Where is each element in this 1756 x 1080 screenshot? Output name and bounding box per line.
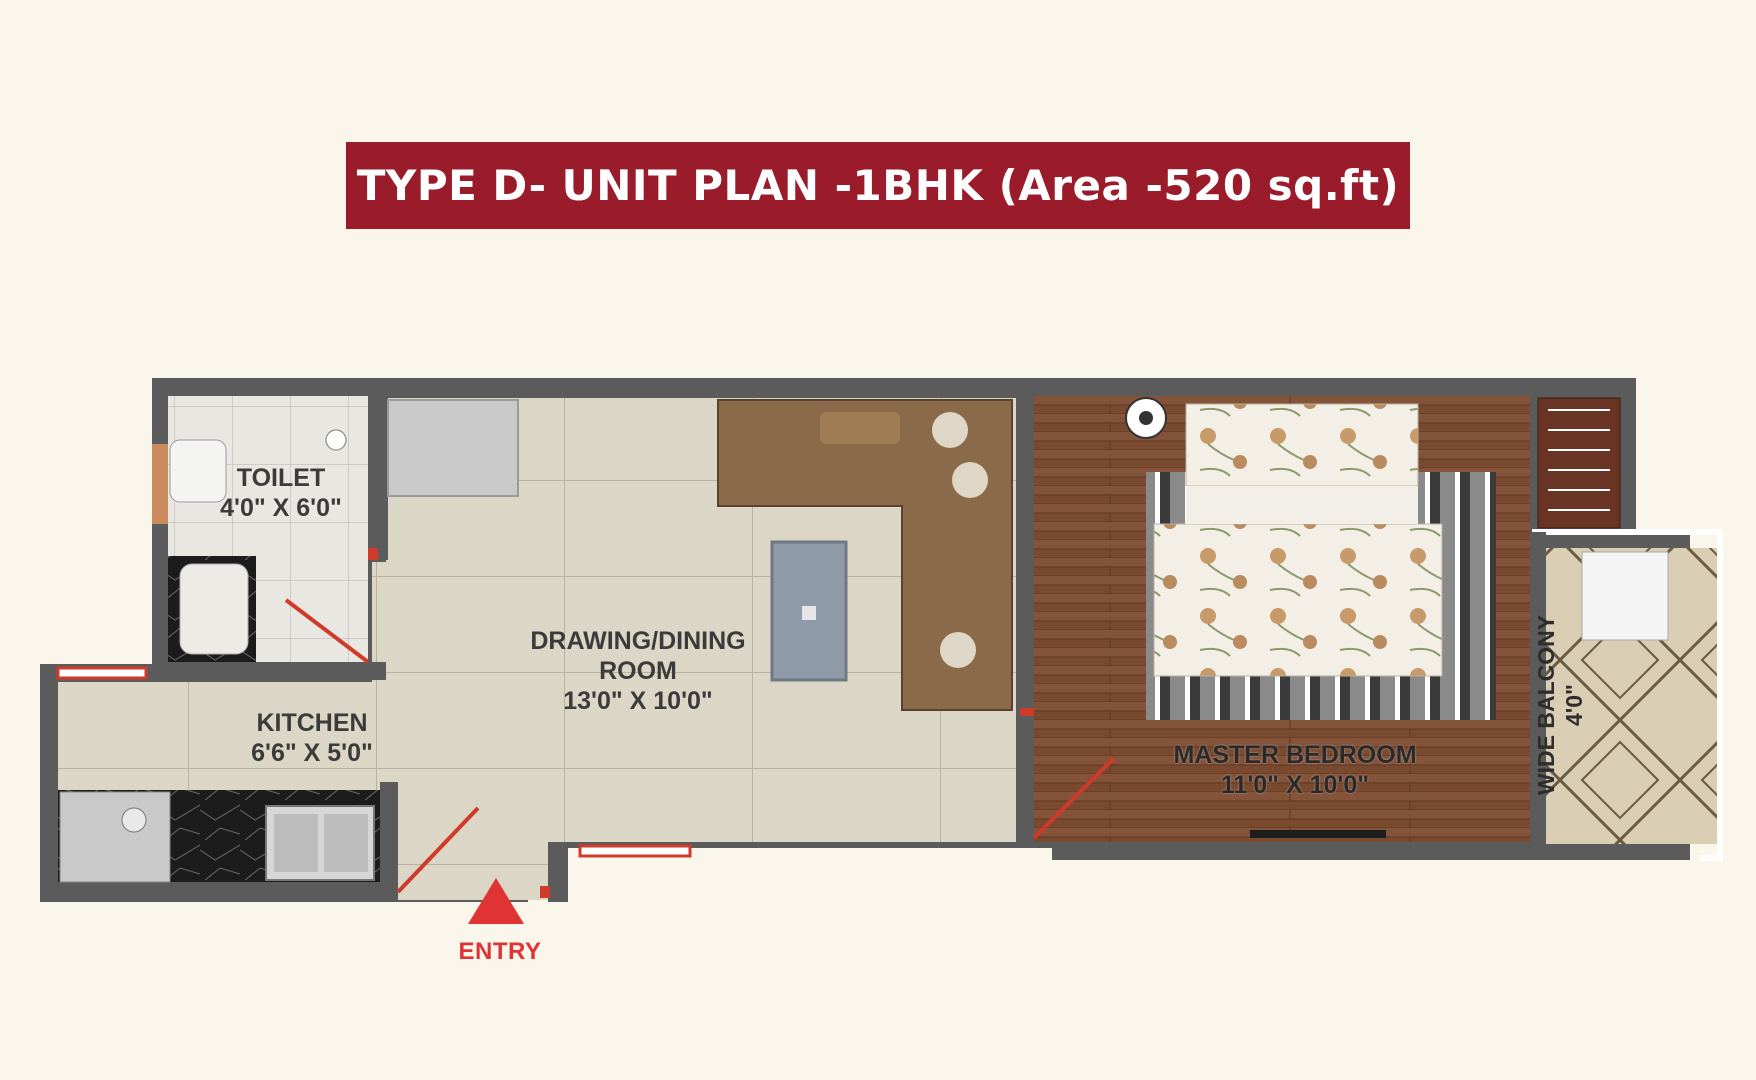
bedroom-label: MASTER BEDROOM 11'0" X 10'0" <box>1150 740 1440 800</box>
kitchen-size: 6'6" X 5'0" <box>251 739 373 767</box>
plan-title: TYPE D- UNIT PLAN -1BHK (Area -520 sq.ft… <box>356 161 1400 210</box>
drawing-room-label: DRAWING/DINING ROOM 13'0" X 10'0" <box>508 626 768 716</box>
entry-floor <box>398 780 548 900</box>
bed <box>1153 523 1443 677</box>
drawing-room-size: 13'0" X 10'0" <box>563 687 713 715</box>
bedroom-name: MASTER BEDROOM <box>1173 741 1417 769</box>
entry-door <box>396 806 480 894</box>
bedroom-left-wall <box>1016 396 1034 708</box>
wardrobe <box>1537 397 1621 529</box>
washbasin <box>179 563 249 655</box>
toilet-left-wall <box>152 396 168 662</box>
stove-burner <box>121 807 147 833</box>
sofa-cushion <box>932 412 968 448</box>
drawing-room-name-2: ROOM <box>599 657 677 685</box>
sofa-cushion <box>940 632 976 668</box>
bedroom-right-wall <box>1530 532 1546 844</box>
toilet-label: TOILET 4'0" X 6'0" <box>196 463 366 523</box>
coffee-table-item <box>802 606 816 620</box>
toilet-door <box>284 598 370 664</box>
toilet-bottom-wall <box>152 662 386 680</box>
sink-bowl-left <box>274 814 318 872</box>
bed-pillow-area <box>1186 486 1418 524</box>
entry-arrow-icon <box>468 878 524 924</box>
balcony-railing <box>1532 529 1723 861</box>
title-banner: TYPE D- UNIT PLAN -1BHK (Area -520 sq.ft… <box>346 142 1410 229</box>
entry-door-jamb <box>540 886 550 898</box>
sofa-backrest <box>820 412 900 444</box>
bedroom-door-jamb <box>1020 708 1034 716</box>
bedroom-size: 11'0" X 10'0" <box>1220 771 1370 799</box>
kitchen-name: KITCHEN <box>256 709 368 737</box>
kitchen-right-wall <box>380 782 398 902</box>
kitchen-stove <box>59 791 171 883</box>
balcony-cabinet <box>1581 551 1669 641</box>
kitchen-window <box>56 666 148 680</box>
toilet-wc <box>169 439 227 503</box>
dining-table <box>387 399 519 497</box>
bed-headboard <box>1185 403 1419 487</box>
sink-bowl-right <box>324 814 368 872</box>
balcony-size: 4'0" <box>1561 684 1587 726</box>
sofa-cushion <box>952 462 988 498</box>
sofa <box>717 399 1013 711</box>
drawing-room-name: DRAWING/DINING <box>530 627 746 655</box>
toilet-door-jamb <box>368 548 378 560</box>
shower-fixture <box>325 429 347 451</box>
toilet-size: 4'0" X 6'0" <box>220 494 342 522</box>
entry-label: ENTRY <box>458 938 542 965</box>
balcony-name: WIDE BALCONY <box>1533 614 1559 796</box>
wardrobe-hangers <box>1548 409 1610 511</box>
toilet-right-wall <box>368 396 386 562</box>
entry-window <box>578 844 692 858</box>
toilet-window <box>152 444 168 524</box>
kitchen-label: KITCHEN 6'6" X 5'0" <box>222 708 402 768</box>
bedroom-door <box>1032 756 1116 840</box>
balcony-label: WIDE BALCONY 4'0" <box>1532 615 1588 795</box>
hall-floor <box>372 560 402 682</box>
tv-unit <box>1250 830 1386 838</box>
toilet-name: TOILET <box>236 464 326 492</box>
floor-lamp-shade <box>1139 411 1153 425</box>
